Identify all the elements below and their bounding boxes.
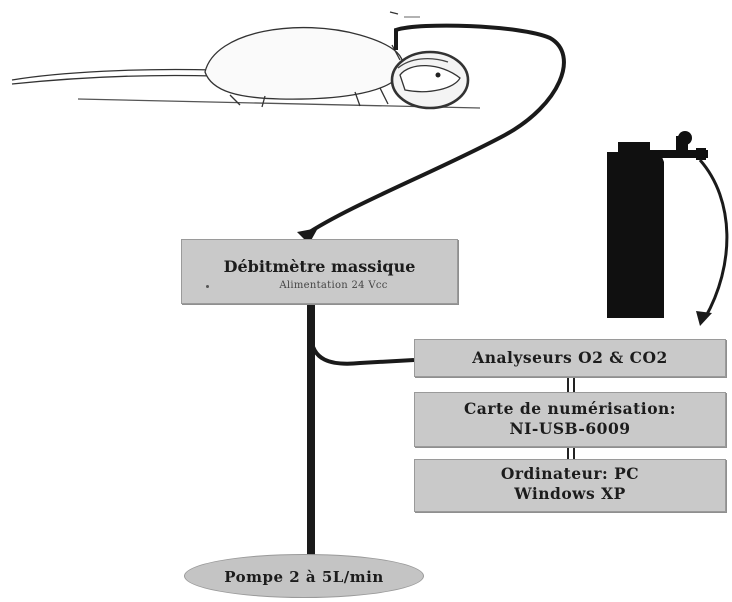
node-debitmetre: Débitmètre massique Alimentation 24 Vcc xyxy=(181,239,458,304)
arrow-head-icon xyxy=(696,311,712,326)
rat-icon xyxy=(11,11,481,110)
arrow-head-icon xyxy=(297,228,318,244)
tube-chamber-to-flowmeter xyxy=(303,23,566,237)
node-ordinateur-line2: Windows XP xyxy=(514,484,626,503)
node-ordinateur-line1: Ordinateur: PC xyxy=(500,464,640,483)
node-debitmetre-subtitle: Alimentation 24 Vcc xyxy=(279,280,388,291)
node-carte-line1: Carte de numérisation: xyxy=(463,399,677,418)
node-pompe: Pompe 2 à 5L/min xyxy=(184,554,424,598)
node-carte: Carte de numérisation: NI-USB-6009 xyxy=(414,392,726,447)
node-pompe-label: Pompe 2 à 5L/min xyxy=(224,568,384,586)
gas-hose xyxy=(698,159,729,319)
bullet-icon xyxy=(206,285,209,288)
node-analyseurs-label: Analyseurs O2 & CO2 xyxy=(472,348,668,367)
node-debitmetre-title: Débitmètre massique xyxy=(223,257,416,276)
line-branch-to-analyseurs xyxy=(309,335,415,366)
node-carte-line2: NI-USB-6009 xyxy=(509,419,631,438)
connector-analyseurs-carte xyxy=(567,377,575,392)
gas-cylinder-icon xyxy=(607,131,708,318)
node-analyseurs: Analyseurs O2 & CO2 xyxy=(414,339,726,377)
node-ordinateur: Ordinateur: PC Windows XP xyxy=(414,459,726,512)
connector-carte-ordinateur xyxy=(567,447,575,459)
